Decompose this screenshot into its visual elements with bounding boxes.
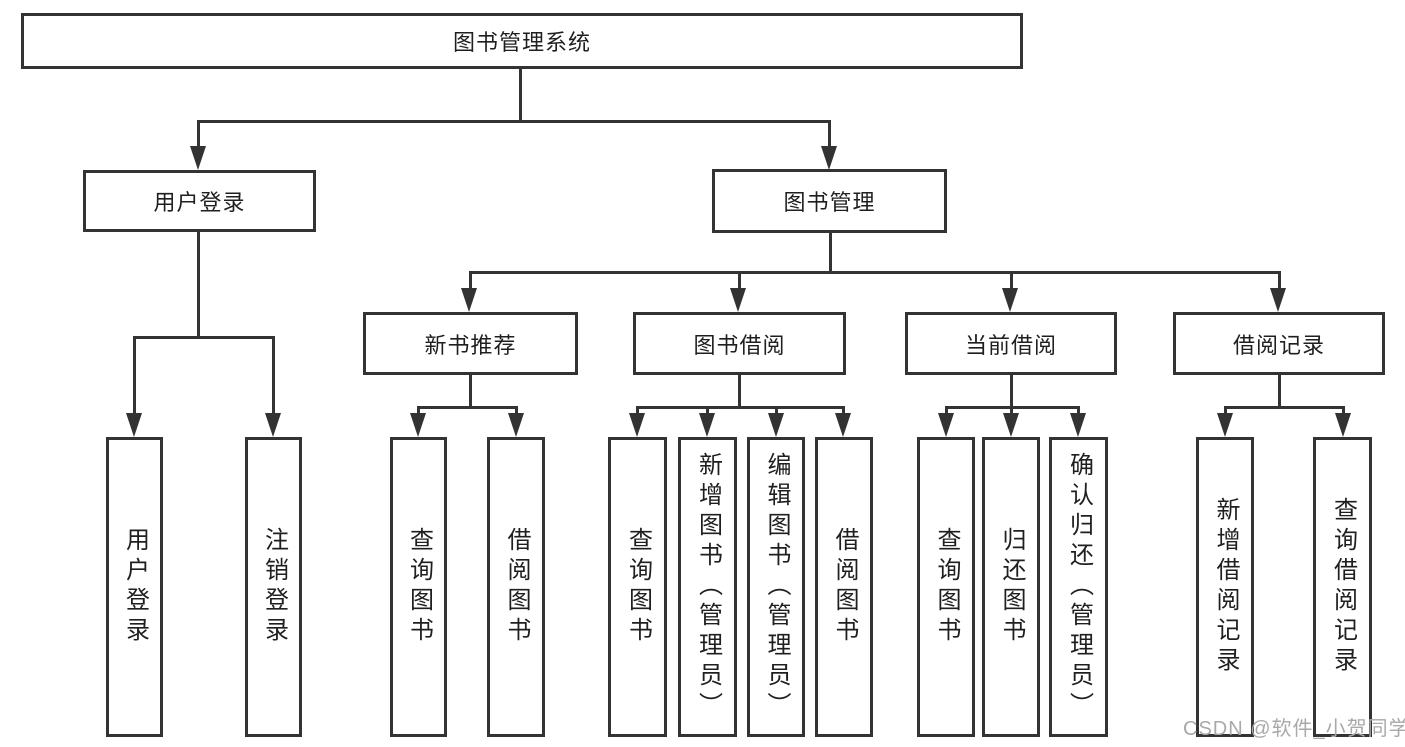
connector-arrow-shaft [1278,271,1281,290]
arrow-down-icon [190,146,206,170]
node-current-borrowing: 当前借阅 [905,312,1117,375]
connector-level2-horizontal [469,271,1281,274]
node-book-management: 图书管理 [712,169,947,233]
arrow-down-icon [938,413,954,437]
connector-bookmgmt-drop [829,233,832,271]
connector-groupA-drop [469,375,472,406]
connector-arrow-shaft [1224,406,1227,415]
leaf-user-login: 用户登录 [106,437,163,737]
connector-arrow-shaft [469,271,472,290]
connector-root-drop [519,69,522,120]
connector-userlogin-horizontal [133,336,275,339]
arrow-down-icon [629,413,645,437]
leaf-query-books-borrowing: 查询图书 [608,437,667,737]
connector-level1-horizontal [197,120,831,123]
node-borrowing-records: 借阅记录 [1173,312,1385,375]
leaf-add-book-admin: 新增图书（管理员） [678,437,737,737]
arrow-down-icon [1270,288,1286,312]
arrow-down-icon [1070,413,1086,437]
connector-arrow-shaft [1010,271,1013,290]
connector-groupD-horizontal [1224,406,1344,409]
csdn-watermark: CSDN @软件_小贺同学 [1183,718,1405,740]
node-book-borrowing: 图书借阅 [633,312,846,375]
arrow-down-icon [1003,413,1019,437]
leaf-add-borrow-record: 新增借阅记录 [1196,437,1254,737]
node-user-login: 用户登录 [83,170,316,232]
connector-arrow-shaft [1010,406,1013,415]
connector-arrow-shaft [197,120,200,148]
leaf-return-books: 归还图书 [982,437,1040,737]
leaf-edit-book-admin: 编辑图书（管理员） [747,437,805,737]
connector-arrow-shaft [636,406,639,415]
connector-arrow-shaft [133,336,136,415]
connector-groupD-drop [1278,375,1281,406]
connector-arrow-shaft [775,406,778,415]
connector-groupB-drop [738,375,741,406]
arrow-down-icon [699,413,715,437]
arrow-down-icon [1335,413,1351,437]
node-root: 图书管理系统 [21,13,1023,69]
arrow-down-icon [461,288,477,312]
leaf-query-borrow-record: 查询借阅记录 [1313,437,1372,737]
connector-arrow-shaft [1342,406,1345,415]
connector-arrow-shaft [515,406,518,415]
leaf-query-books-recommend: 查询图书 [390,437,447,737]
arrow-down-icon [1217,413,1233,437]
arrow-down-icon [835,413,851,437]
node-new-book-recommendation: 新书推荐 [363,312,578,375]
arrow-down-icon [1002,288,1018,312]
connector-groupC-drop [1010,375,1013,406]
leaf-logout: 注销登录 [245,437,302,737]
arrow-down-icon [410,413,426,437]
connector-groupB-horizontal [636,406,844,409]
arrow-down-icon [821,146,837,170]
connector-arrow-shaft [1077,406,1080,415]
connector-arrow-shaft [945,406,948,415]
connector-arrow-shaft [417,406,420,415]
leaf-query-books-current: 查询图书 [917,437,975,737]
leaf-confirm-return-admin: 确认归还（管理员） [1049,437,1108,737]
arrow-down-icon [730,288,746,312]
connector-arrow-shaft [706,406,709,415]
connector-arrow-shaft [828,120,831,148]
connector-arrow-shaft [842,406,845,415]
arrow-down-icon [265,413,281,437]
leaf-borrow-books-borrowing: 借阅图书 [815,437,873,737]
connector-arrow-shaft [272,336,275,415]
connector-arrow-shaft [738,271,741,290]
arrow-down-icon [768,413,784,437]
connector-userlogin-drop [197,232,200,336]
leaf-borrow-books-recommend: 借阅图书 [487,437,545,737]
arrow-down-icon [508,413,524,437]
connector-groupA-horizontal [417,406,517,409]
arrow-down-icon [126,413,142,437]
